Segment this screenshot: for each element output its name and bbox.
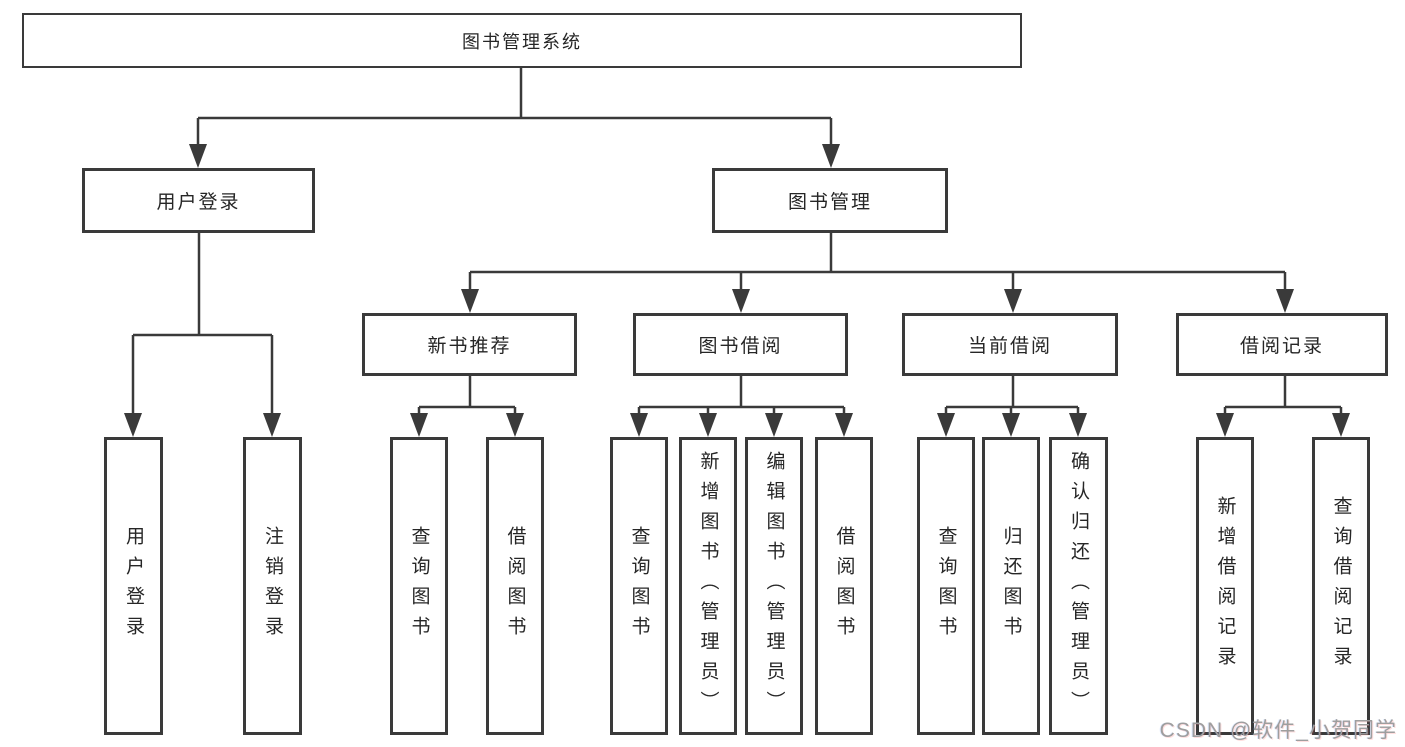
node-book-borrow-label: 图书借阅	[698, 336, 783, 357]
leaf-borrow-books-recommend-label: 借阅图书	[504, 526, 526, 646]
leaf-user-login: 用户登录	[104, 437, 163, 735]
leaf-query-borrow-record-label: 查询借阅记录	[1330, 496, 1352, 676]
leaf-query-books-current-label: 查询图书	[935, 526, 957, 646]
node-new-book-recommend-label: 新书推荐	[427, 336, 512, 357]
node-book-management: 图书管理	[712, 168, 948, 233]
leaf-query-books-borrow-label: 查询图书	[628, 526, 650, 646]
node-root: 图书管理系统	[22, 13, 1022, 68]
node-borrow-records: 借阅记录	[1176, 313, 1388, 376]
leaf-query-books-current: 查询图书	[917, 437, 975, 735]
node-new-book-recommend: 新书推荐	[362, 313, 577, 376]
leaf-user-login-label: 用户登录	[123, 526, 144, 646]
leaf-add-borrow-record-label: 新增借阅记录	[1214, 496, 1236, 676]
node-book-borrow: 图书借阅	[633, 313, 848, 376]
node-book-management-label: 图书管理	[787, 192, 872, 213]
leaf-edit-book-admin: 编辑图书（管理员）	[745, 437, 803, 735]
leaf-borrow-books-borrow-label: 借阅图书	[833, 526, 855, 646]
leaf-return-book-label: 归还图书	[1000, 526, 1022, 646]
leaf-add-book-admin: 新增图书（管理员）	[679, 437, 737, 735]
node-user-login: 用户登录	[82, 168, 315, 233]
leaf-add-book-admin-label: 新增图书（管理员）	[697, 451, 719, 721]
arrowheads	[124, 144, 1350, 437]
leaf-return-book: 归还图书	[982, 437, 1040, 735]
leaf-confirm-return-admin: 确认归还（管理员）	[1049, 437, 1108, 735]
leaf-confirm-return-admin-label: 确认归还（管理员）	[1068, 451, 1089, 721]
leaf-query-books-recommend-label: 查询图书	[408, 526, 430, 646]
leaf-logout: 注销登录	[243, 437, 302, 735]
node-current-borrow: 当前借阅	[902, 313, 1118, 376]
leaf-query-books-borrow: 查询图书	[610, 437, 668, 735]
leaf-borrow-books-recommend: 借阅图书	[486, 437, 544, 735]
csdn-watermark: CSDN @软件_小贺同学	[1159, 719, 1397, 742]
leaf-logout-label: 注销登录	[262, 526, 283, 646]
leaf-query-borrow-record: 查询借阅记录	[1312, 437, 1370, 735]
leaf-borrow-books-borrow: 借阅图书	[815, 437, 873, 735]
node-root-label: 图书管理系统	[462, 31, 582, 52]
node-user-login-label: 用户登录	[156, 192, 241, 213]
node-current-borrow-label: 当前借阅	[967, 336, 1052, 357]
node-borrow-records-label: 借阅记录	[1239, 336, 1324, 357]
leaf-query-books-recommend: 查询图书	[390, 437, 448, 735]
leaf-add-borrow-record: 新增借阅记录	[1196, 437, 1254, 735]
leaf-edit-book-admin-label: 编辑图书（管理员）	[763, 451, 785, 721]
